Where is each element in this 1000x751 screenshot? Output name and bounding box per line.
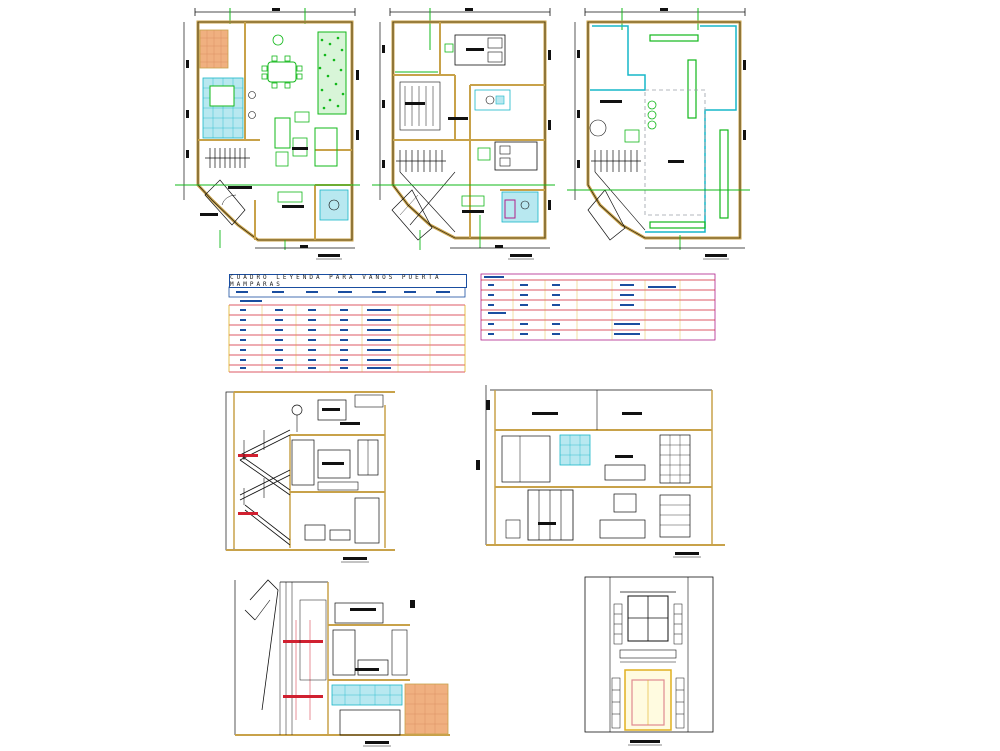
legend-table-right: [480, 273, 716, 341]
floor-plan-3: [567, 8, 750, 260]
legend-table-left: [228, 286, 466, 373]
section-b: [476, 385, 725, 558]
floor-plan-1: [175, 8, 360, 260]
front-elevation: [584, 576, 714, 746]
section-c: [234, 579, 450, 747]
section-a: [225, 391, 395, 563]
floor-plan-2: [372, 8, 555, 260]
legend-table-title: CUADRO LEYENDA PARA VANOS PUERTA MAMPARA…: [229, 274, 467, 288]
